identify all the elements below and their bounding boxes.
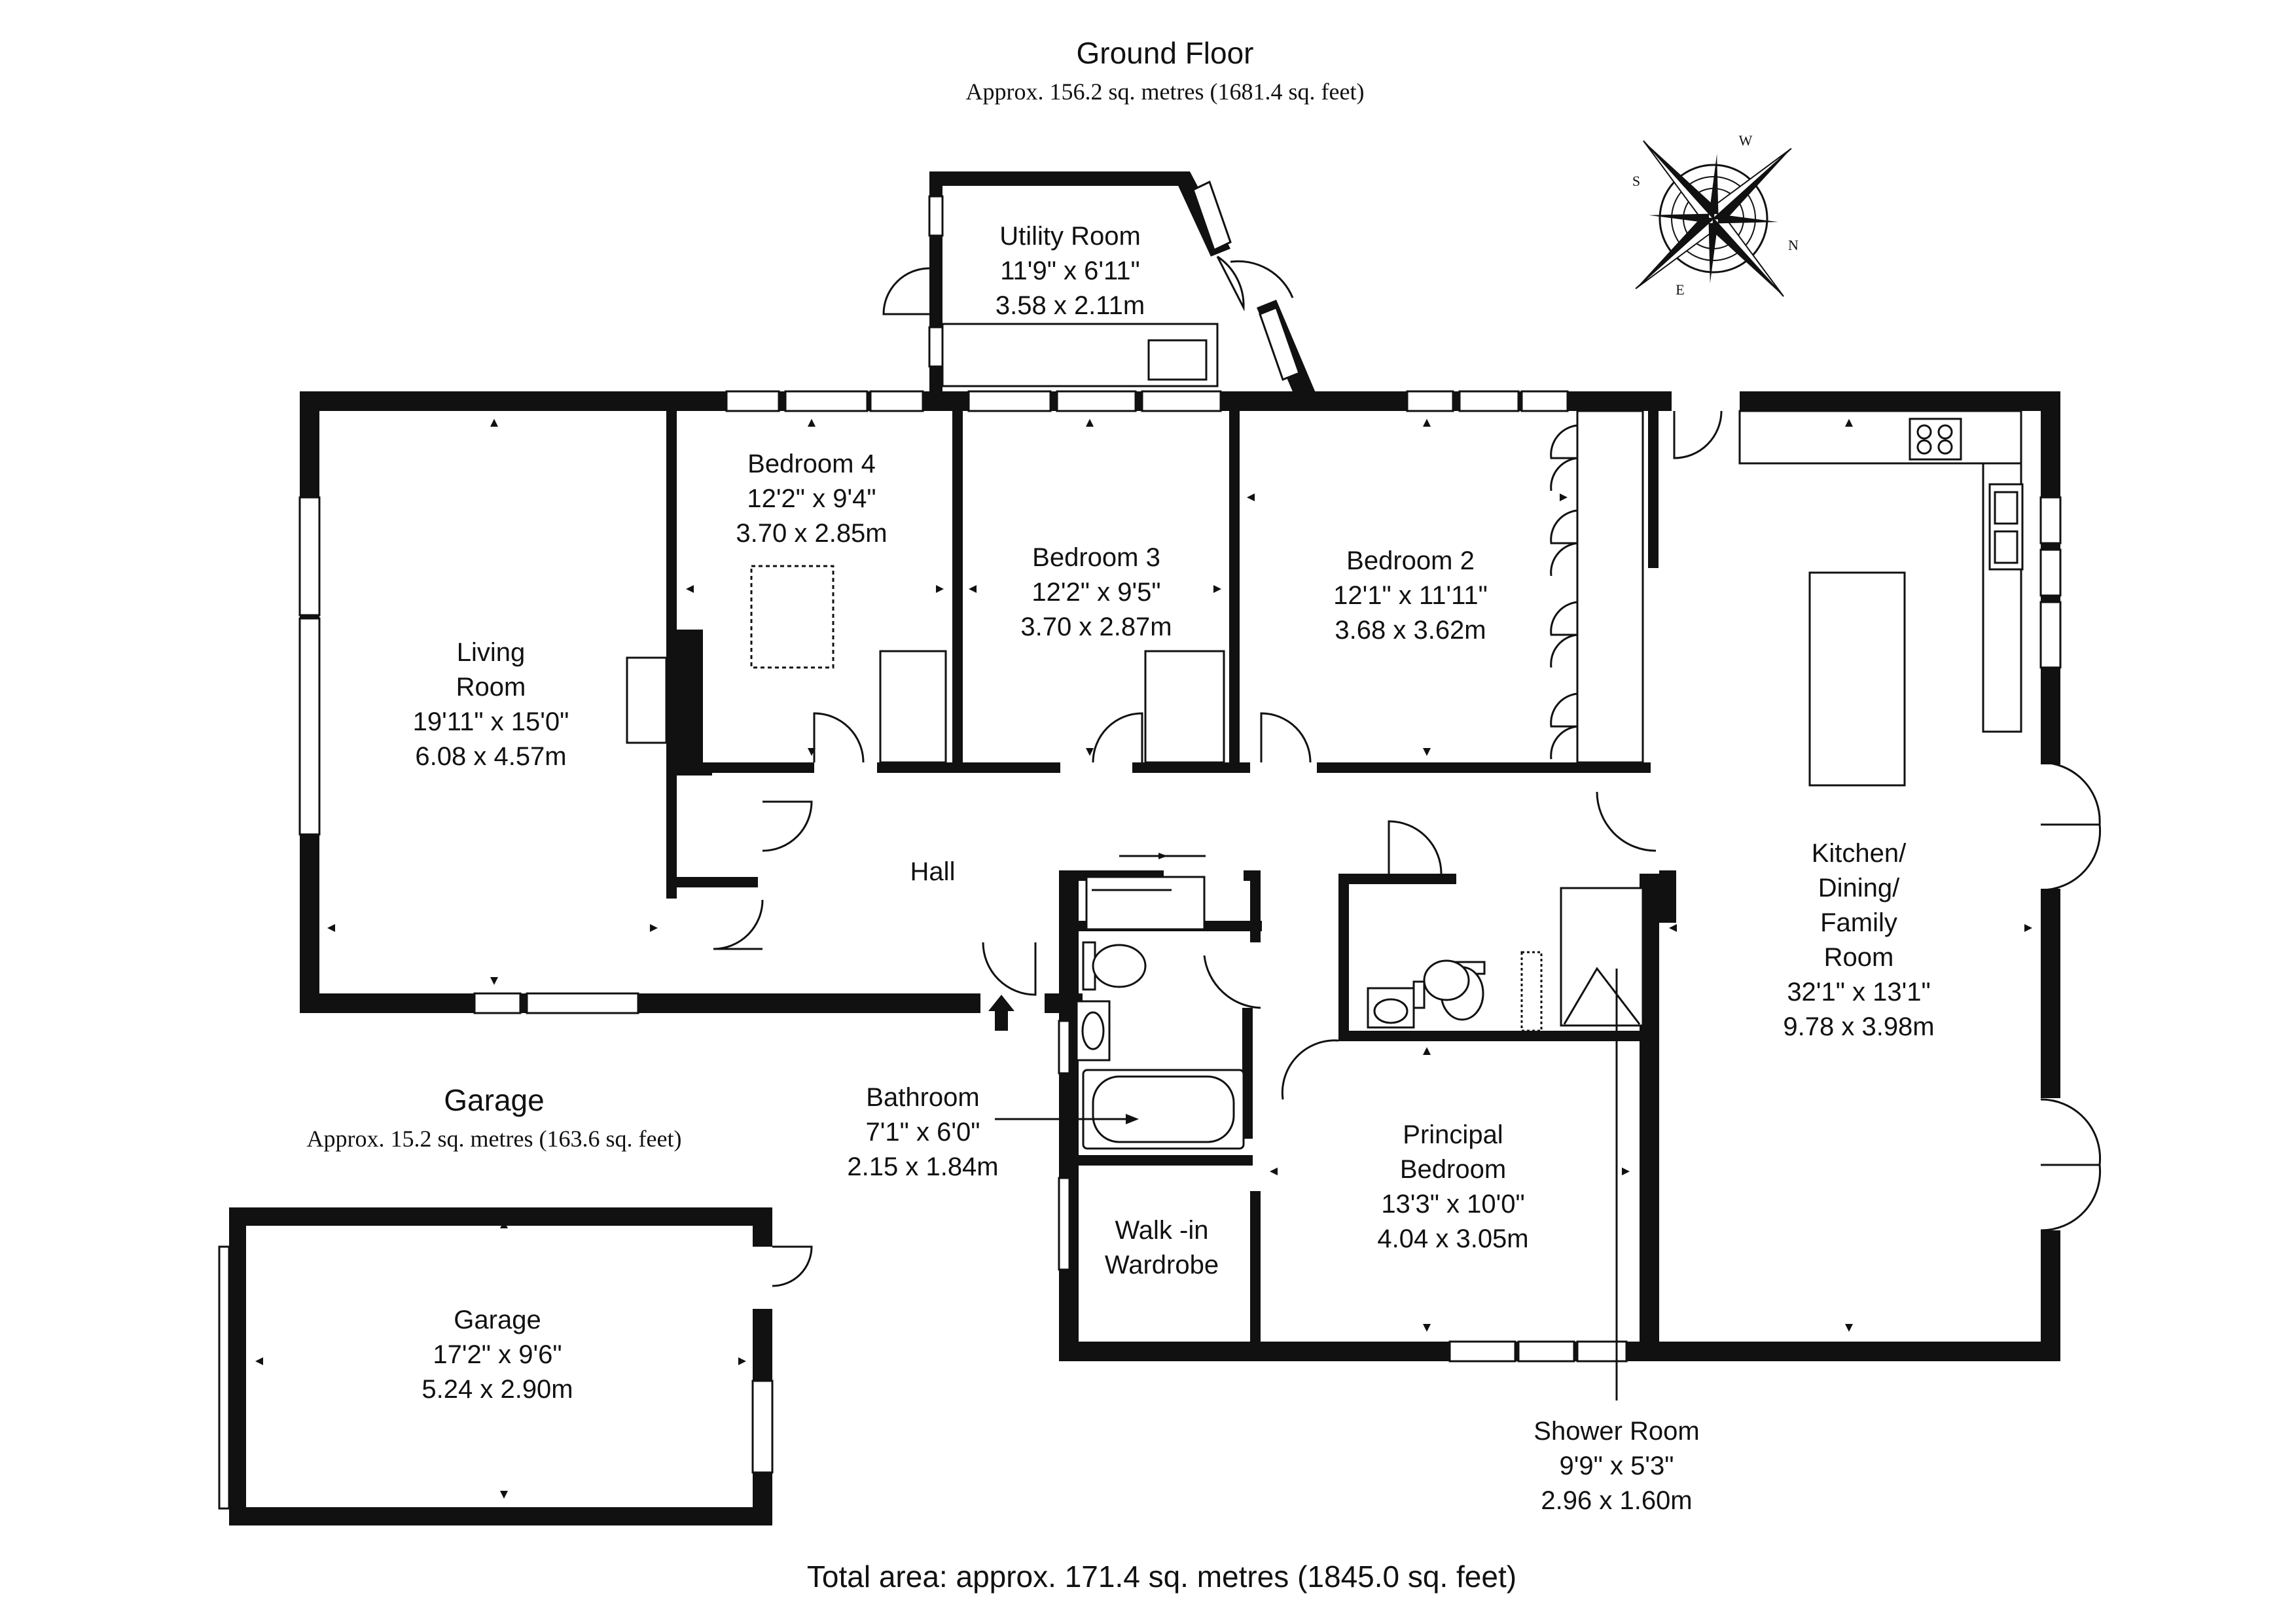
compass-label-s: S xyxy=(1632,173,1640,189)
compass-label-n: N xyxy=(1788,237,1799,253)
kitchen-worktop xyxy=(1738,410,2022,465)
room-utility-label: Utility Room 11'9" x 6'11" 3.58 x 2.11m xyxy=(996,222,1145,320)
room-kitchen-label: Kitchen/ Dining/ Family Room 32'1" x 13'… xyxy=(1783,839,1934,1041)
room-bathroom-label: Bathroom 7'1" x 6'0" 2.15 x 1.84m xyxy=(847,1083,998,1181)
utility-imperial: 11'9" x 6'11" xyxy=(1000,257,1139,285)
principal-name-1: Principal xyxy=(1403,1120,1503,1149)
garage-name: Garage xyxy=(454,1306,541,1334)
bedroom3-name: Bedroom 3 xyxy=(1032,543,1160,572)
bed3-cupboard xyxy=(1144,650,1225,764)
room-wardrobe-label: Walk -in Wardrobe xyxy=(1105,1216,1219,1279)
kitchen-name-4: Room xyxy=(1824,943,1894,972)
dimension-markers xyxy=(255,419,2032,1499)
garage-title: Garage xyxy=(444,1083,544,1117)
windows xyxy=(218,180,2062,1510)
room-garage-label: Garage 17'2" x 9'6" 5.24 x 2.90m xyxy=(422,1306,573,1404)
room-shower-label: Shower Room 9'9" x 5'3" 2.96 x 1.60m xyxy=(1534,1417,1699,1515)
room-bedroom2-label: Bedroom 2 12'1" x 11'11" 3.68 x 3.62m xyxy=(1333,546,1488,645)
garage-metric: 5.24 x 2.90m xyxy=(422,1375,573,1404)
bedroom3-imperial: 12'2" x 9'5" xyxy=(1031,578,1160,607)
chimney-breast xyxy=(626,656,668,744)
kitchen-name-3: Family xyxy=(1820,908,1897,937)
principal-metric: 4.04 x 3.05m xyxy=(1377,1224,1528,1253)
utility-metric: 3.58 x 2.11m xyxy=(996,291,1145,320)
living-name-1: Living xyxy=(457,638,526,667)
kitchen-island xyxy=(1808,571,1906,787)
utility-sink xyxy=(1147,339,1208,381)
bedroom3-metric: 3.70 x 2.87m xyxy=(1020,613,1172,641)
shower-imperial: 9'9" x 5'3" xyxy=(1560,1452,1674,1480)
bedroom2-imperial: 12'1" x 11'11" xyxy=(1333,581,1488,610)
hob xyxy=(1909,418,1962,461)
entrance-arrow xyxy=(988,995,1014,1031)
shower-name: Shower Room xyxy=(1534,1417,1699,1446)
bedroom4-imperial: 12'2" x 9'4" xyxy=(747,484,876,513)
room-bedroom4-label: Bedroom 4 12'2" x 9'4" 3.70 x 2.85m xyxy=(736,450,887,548)
garage-imperial: 17'2" x 9'6" xyxy=(433,1340,562,1369)
bedroom2-name: Bedroom 2 xyxy=(1346,546,1475,575)
living-imperial: 19'11" x 15'0" xyxy=(413,707,569,736)
shower-tray xyxy=(1560,887,1644,1027)
living-name-2: Room xyxy=(456,673,526,702)
principal-name-2: Bedroom xyxy=(1400,1155,1506,1184)
kitchen-name-1: Kitchen/ xyxy=(1812,839,1907,868)
compass-label-e: E xyxy=(1676,281,1684,298)
bathroom-imperial: 7'1" x 6'0" xyxy=(866,1118,980,1147)
kitchen-imperial: 32'1" x 13'1" xyxy=(1787,978,1930,1007)
kitchen-name-2: Dining/ xyxy=(1818,874,1900,902)
garage-area: Approx. 15.2 sq. metres (163.6 sq. feet) xyxy=(307,1126,682,1152)
shower-metric: 2.96 x 1.60m xyxy=(1541,1486,1692,1515)
compass-rose xyxy=(1635,140,1792,297)
hall-cupboard xyxy=(1085,876,1206,931)
room-bedroom3-label: Bedroom 3 12'2" x 9'5" 3.70 x 2.87m xyxy=(1020,543,1172,641)
wardrobe-name-2: Wardrobe xyxy=(1105,1251,1219,1279)
principal-imperial: 13'3" x 10'0" xyxy=(1381,1190,1524,1219)
bathroom-name: Bathroom xyxy=(866,1083,979,1112)
hall-name: Hall xyxy=(910,857,956,886)
bedroom4-name: Bedroom 4 xyxy=(747,450,876,478)
compass-label-w: W xyxy=(1739,132,1753,149)
bed4-cupboard xyxy=(879,650,947,764)
total-area: Total area: approx. 171.4 sq. metres (18… xyxy=(807,1560,1516,1594)
room-living-label: Living Room 19'11" x 15'0" 6.08 x 4.57m xyxy=(413,638,569,771)
fixtures xyxy=(626,323,2024,1400)
living-metric: 6.08 x 4.57m xyxy=(415,742,566,771)
bedroom4-metric: 3.70 x 2.85m xyxy=(736,519,887,548)
room-principal-label: Principal Bedroom 13'3" x 10'0" 4.04 x 3… xyxy=(1377,1120,1528,1253)
floor-title: Ground Floor xyxy=(1076,36,1253,70)
principal-wc xyxy=(1412,980,1426,1009)
kitchen-metric: 9.78 x 3.98m xyxy=(1783,1012,1934,1041)
bedroom2-metric: 3.68 x 3.62m xyxy=(1335,616,1486,645)
bed2-wardrobes xyxy=(1576,410,1644,764)
floor-area: Approx. 156.2 sq. metres (1681.4 sq. fee… xyxy=(966,79,1365,105)
utility-name: Utility Room xyxy=(999,222,1141,251)
bathroom-metric: 2.15 x 1.84m xyxy=(847,1152,998,1181)
wardrobe-name-1: Walk -in xyxy=(1115,1216,1209,1245)
